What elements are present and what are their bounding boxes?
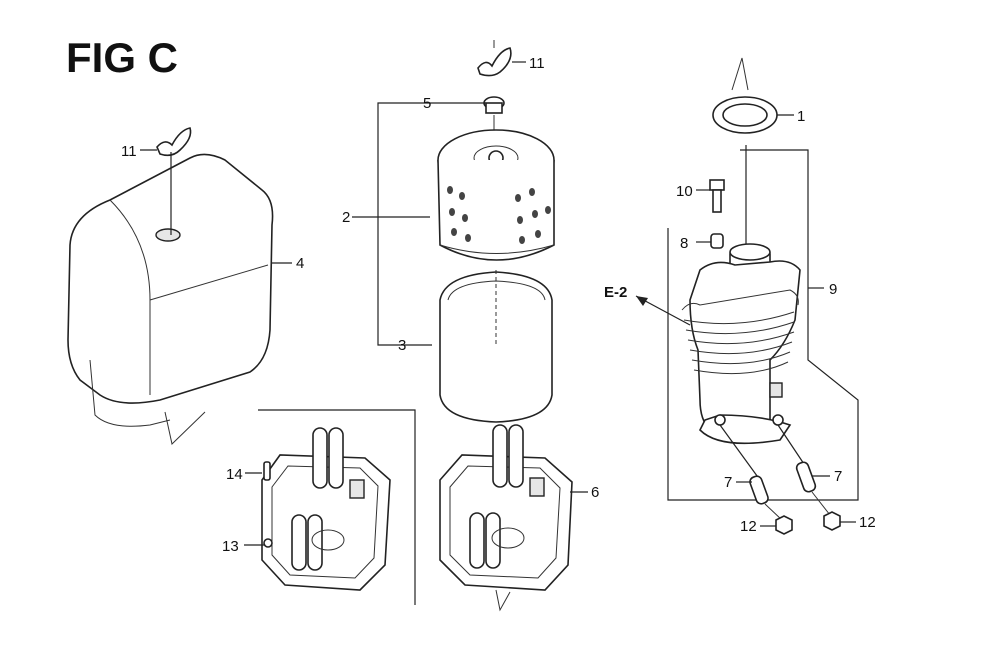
figure-title: FIG C <box>66 34 178 81</box>
callout-7-left: 7 <box>724 474 732 491</box>
wing-nut-11-center <box>477 40 512 77</box>
arrow-up-marker <box>731 57 749 91</box>
nut-12-left <box>764 503 793 535</box>
callout-6: 6 <box>591 484 599 501</box>
callout-14: 14 <box>226 466 243 483</box>
bolt-10 <box>709 179 725 213</box>
seal-nut-5 <box>483 96 505 140</box>
collar-8 <box>710 233 724 249</box>
elbow-assembly-9 <box>681 145 801 445</box>
callout-2: 2 <box>342 209 350 226</box>
callout-11-left: 11 <box>121 143 137 160</box>
cleaner-case-6 <box>439 424 573 612</box>
wing-nut-11-left <box>156 127 192 235</box>
air-cleaner-cover <box>67 153 274 445</box>
callout-7-right: 7 <box>834 468 842 485</box>
nut-12-right <box>811 491 841 531</box>
paper-element-2 <box>437 129 555 261</box>
cleaner-case-left-group <box>258 409 416 605</box>
callout-4: 4 <box>296 255 304 272</box>
stud-7-left <box>719 424 769 505</box>
callout-9: 9 <box>829 281 837 298</box>
callout-3: 3 <box>398 337 406 354</box>
stud-7-right <box>777 424 817 493</box>
callout-10: 10 <box>676 183 693 200</box>
reference-e2: E-2 <box>604 284 627 301</box>
callout-1: 1 <box>797 108 805 125</box>
packing-1 <box>712 96 778 134</box>
callout-11-center: 11 <box>529 55 545 72</box>
callout-8: 8 <box>680 235 688 252</box>
callout-13: 13 <box>222 538 239 555</box>
callout-12-left: 12 <box>740 518 757 535</box>
callout-5: 5 <box>423 95 431 112</box>
foam-element-3 <box>439 270 553 423</box>
callout-12-right: 12 <box>859 514 876 531</box>
